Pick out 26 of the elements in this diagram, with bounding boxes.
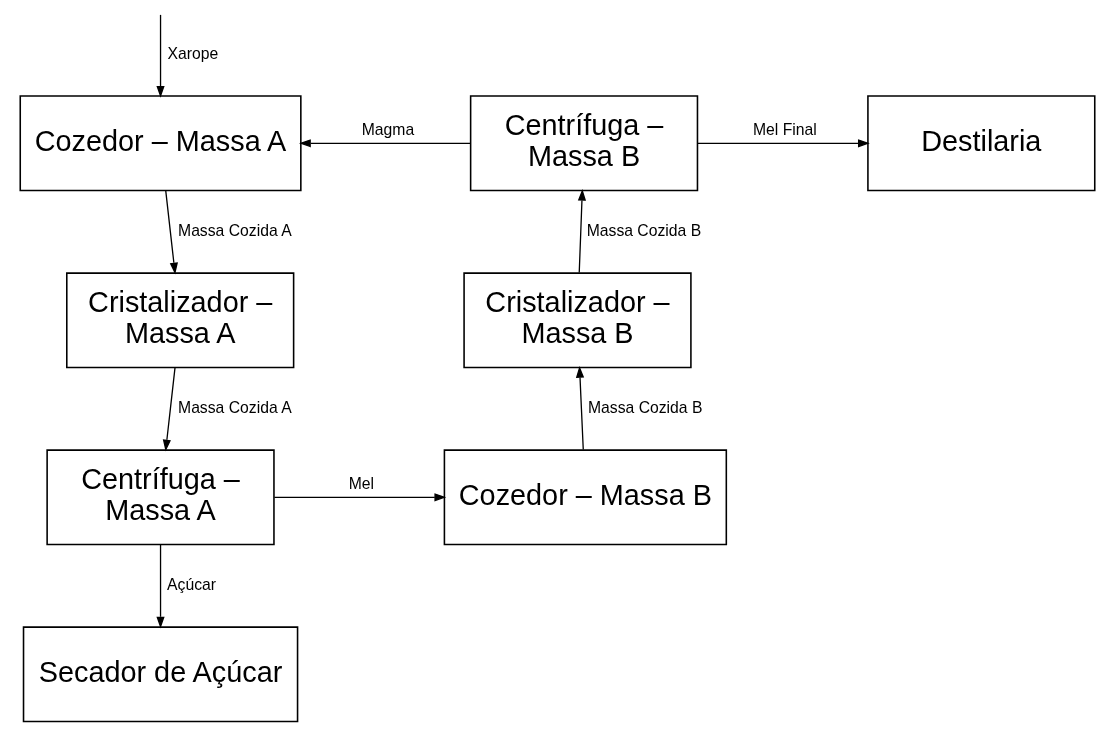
- arrow: [273, 493, 446, 502]
- edge-label: Magma: [361, 120, 414, 138]
- node-box: Secador de Açúcar: [22, 626, 298, 723]
- arrow: [298, 139, 471, 148]
- edge-label: Massa Cozida B: [587, 398, 702, 416]
- node-box: Centrífuga – Massa A: [45, 449, 275, 546]
- arrow: [162, 367, 176, 452]
- node-box: Cozedor – Massa B: [443, 449, 727, 546]
- edge-label: Massa Cozida B: [586, 221, 701, 239]
- node-box: Centrífuga – Massa B: [469, 95, 698, 192]
- node-box: Cristalizador – Massa B: [462, 272, 692, 369]
- node-box: Cristalizador – Massa A: [65, 272, 294, 369]
- arrow: [577, 188, 586, 274]
- node-box: Cozedor – Massa A: [18, 95, 302, 192]
- arrow: [164, 190, 178, 275]
- edge-label: Massa Cozida A: [177, 398, 292, 416]
- arrow: [155, 544, 165, 629]
- edge-label: Mel Final: [752, 120, 817, 138]
- edge-label: Massa Cozida A: [177, 221, 292, 239]
- edge-label: Mel: [348, 474, 374, 492]
- edge-label: Açúcar: [166, 575, 216, 593]
- node-box: Destilaria: [866, 95, 1096, 192]
- arrow: [155, 14, 165, 98]
- arrow: [575, 365, 584, 451]
- edge-label: Xarope: [167, 44, 218, 62]
- arrow: [696, 139, 870, 148]
